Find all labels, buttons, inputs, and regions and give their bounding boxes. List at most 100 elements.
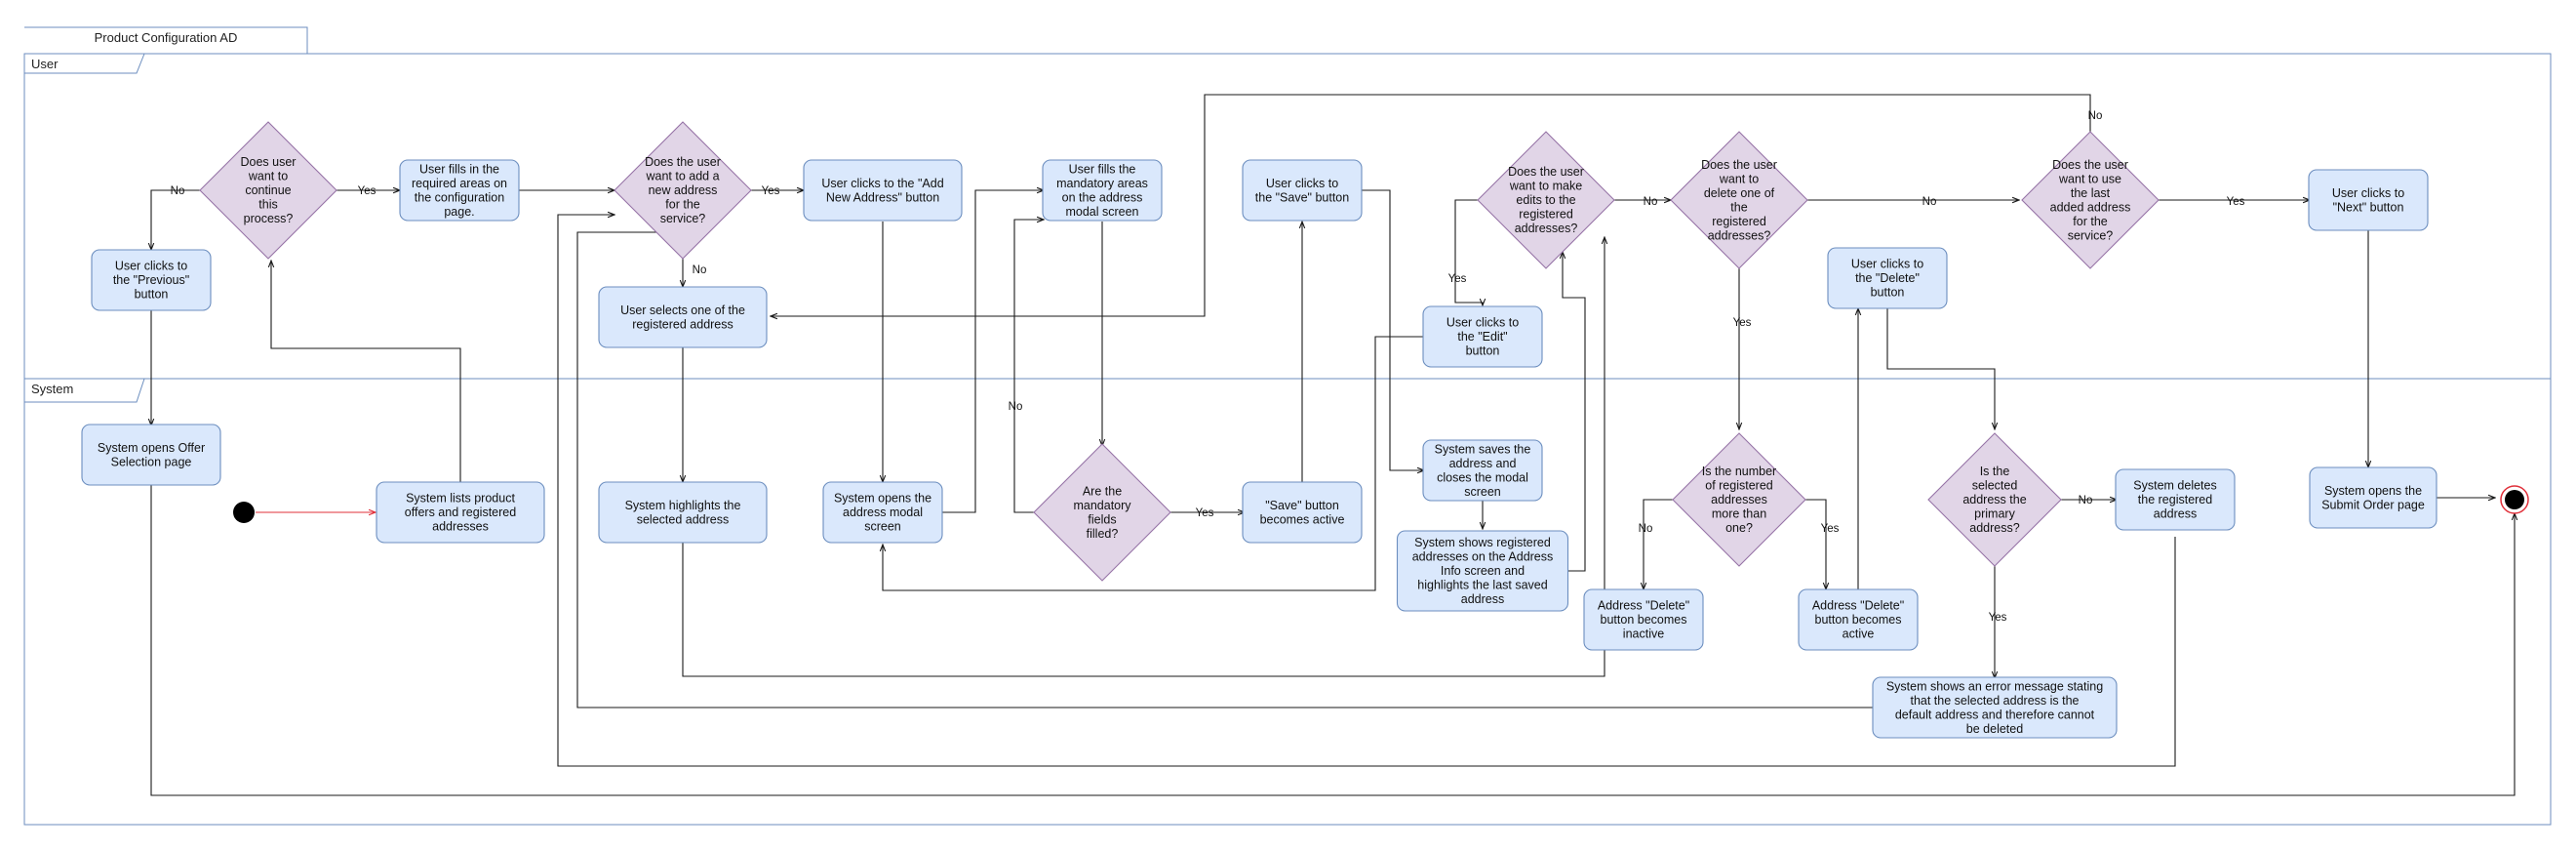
decision-shape-n24 [1927, 432, 2062, 567]
label-n1-no: No [171, 185, 185, 197]
lane-system-title: System [31, 382, 73, 396]
edge-n25-n6 [557, 215, 2176, 767]
label-n15-no: No [1644, 196, 1658, 208]
pool-border [23, 53, 2552, 826]
action-shape-n8 [598, 481, 768, 544]
label-n6-yes: Yes [762, 185, 780, 197]
action-shape-n11 [1042, 159, 1163, 222]
action-shape-n7 [598, 286, 768, 348]
node-label-n28: User clicks to"Next" button [2332, 186, 2404, 215]
start-node [233, 502, 255, 523]
label-n19-yes: Yes [1733, 317, 1752, 329]
action-shape-n4 [81, 424, 221, 486]
label-n12-yes: Yes [1196, 507, 1214, 519]
edge-n16-n10 [883, 336, 1424, 591]
label-n20-no: No [1639, 523, 1653, 535]
action-shape-n9 [803, 159, 963, 222]
edge-n12-n11 [1013, 220, 1044, 513]
edge-n20-n21 [1644, 499, 1673, 589]
lane-user-title: User [31, 57, 59, 71]
edge-n10-n11 [941, 190, 1044, 513]
label-n24-no: No [2079, 495, 2093, 506]
edge-n4-end [150, 484, 2515, 796]
action-shape-n25 [2115, 468, 2236, 531]
edge-labels: Yes No Yes No No Yes Yes No No Yes No Ye… [171, 110, 2245, 624]
decision-shape-n20 [1672, 432, 1806, 567]
action-shape-n18 [1396, 530, 1569, 612]
diagram-title: Product Configuration AD [95, 30, 238, 45]
action-shape-n16 [1422, 305, 1543, 368]
action-shape-n28 [2308, 169, 2429, 231]
action-shape-n17 [1422, 439, 1543, 502]
action-node-n28: User clicks to"Next" button [2308, 169, 2429, 231]
label-n15-yes: Yes [1448, 273, 1467, 285]
action-shape-n2 [399, 159, 520, 222]
edges [150, 94, 2515, 796]
action-shape-n29 [2309, 466, 2437, 529]
diagram-frame: Product Configuration AD User System [23, 26, 2552, 826]
label-n20-yes: Yes [1821, 523, 1840, 535]
label-n6-no: No [693, 264, 707, 276]
edge-n26-n6 [576, 232, 1873, 708]
decision-shape-n19 [1670, 131, 1808, 269]
action-shape-n23 [1827, 247, 1948, 309]
edge-n15-n16 [1454, 199, 1483, 305]
decision-shape-n27 [2021, 131, 2160, 269]
action-shape-n5 [376, 481, 545, 544]
label-n24-yes: Yes [1989, 612, 2007, 624]
label-n19-no: No [1922, 196, 1937, 208]
edge-n18-n15 [1563, 252, 1586, 572]
end-node [2500, 485, 2529, 514]
action-shape-n21 [1583, 588, 1704, 651]
action-shape-n3 [91, 249, 212, 311]
edge-n27-n7 [771, 94, 2091, 316]
edge-n20-n22 [1805, 499, 1826, 589]
decision-shape-n15 [1477, 131, 1615, 269]
edge-n1-n3 [151, 189, 200, 250]
